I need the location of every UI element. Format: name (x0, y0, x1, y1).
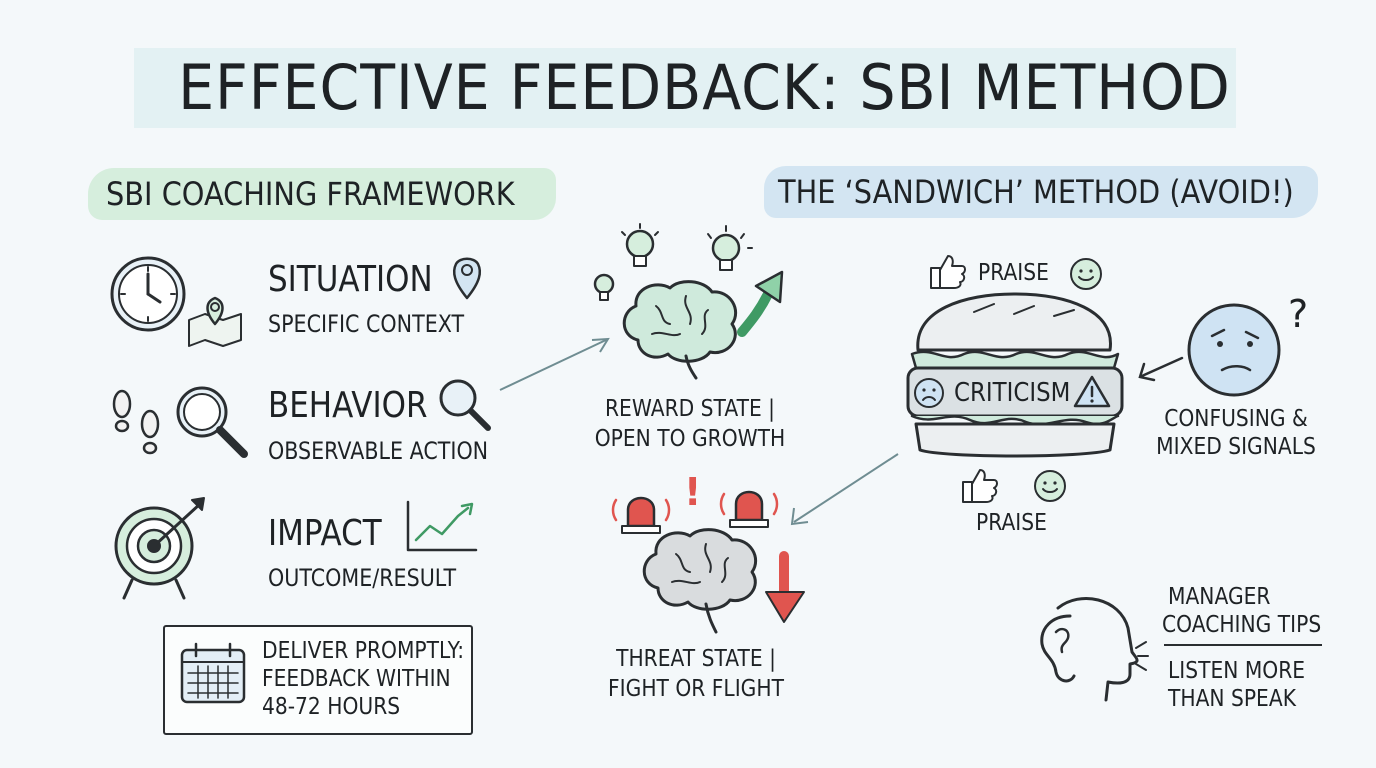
arrow-to-reward-state (499, 337, 610, 391)
callout-line-3: 48-72 HOURS (262, 694, 401, 720)
alarm-siren-icon (719, 490, 779, 528)
warning-icon (1073, 375, 1111, 408)
threat-state-line-2: FIGHT OR FLIGHT (608, 676, 784, 702)
callout-line-2: FEEDBACK WITHIN (262, 666, 451, 692)
lightbulb-icon (621, 223, 659, 267)
confusing-line-2: MIXED SIGNALS (1156, 434, 1316, 460)
thumbs-up-icon (930, 255, 966, 289)
sbi-heading: SBI COACHING FRAMEWORK (106, 175, 515, 213)
sandwich-heading-highlight (764, 166, 1318, 218)
down-arrow-icon (765, 551, 805, 623)
target-icon (114, 497, 205, 600)
tips-heading-line-1: MANAGER (1168, 584, 1271, 610)
sandwich-heading: THE ‘SANDWICH’ METHOD (AVOID!) (778, 173, 1294, 211)
clock-icon (110, 256, 186, 332)
footprints-icon (112, 389, 160, 455)
up-arrow-icon (737, 270, 784, 337)
growth-chart-icon (406, 500, 478, 552)
location-pin-icon (452, 257, 482, 300)
praise-top-label: PRAISE (978, 260, 1049, 286)
tips-body-line-2: THAN SPEAK (1168, 686, 1296, 712)
calendar-icon (180, 642, 246, 704)
threat-state-line-1: THREAT STATE | (616, 646, 776, 672)
threat-brain-icon (642, 528, 758, 634)
reward-state-line-2: OPEN TO GROWTH (594, 426, 786, 452)
title-highlight (134, 48, 1236, 128)
question-mark: ? (1288, 292, 1309, 336)
sbi-heading-highlight (88, 168, 556, 220)
impact-sub: OUTCOME/RESULT (268, 564, 457, 592)
reward-brain-icon (622, 280, 738, 380)
behavior-sub: OBSERVABLE ACTION (268, 437, 489, 465)
alarm-exclamation: ! (684, 470, 702, 514)
callout-line-1: DELIVER PROMPTLY: (262, 638, 465, 664)
reward-state-line-1: REWARD STATE | (604, 396, 776, 422)
small-magnifier-icon (439, 379, 491, 431)
behavior-label: BEHAVIOR (268, 385, 428, 426)
magnifier-icon (176, 386, 248, 458)
page-title: EFFECTIVE FEEDBACK: SBI METHOD (178, 51, 1231, 124)
tips-divider (1164, 644, 1322, 646)
lightbulb-icon (593, 273, 615, 301)
criticism-label: CRITICISM (954, 378, 1071, 408)
praise-bottom-label: PRAISE (976, 510, 1047, 536)
tips-heading-line-2: COACHING TIPS (1162, 612, 1322, 638)
situation-sub: SPECIFIC CONTEXT (268, 310, 465, 338)
lightbulb-icon (707, 225, 753, 271)
tips-body-line-1: LISTEN MORE (1168, 658, 1306, 684)
sandwich-icon (906, 292, 1124, 458)
arrow-to-sandwich (1138, 356, 1184, 382)
arrow-to-threat-state (790, 453, 899, 526)
alarm-siren-icon (611, 496, 671, 534)
map-pin-icon (188, 296, 242, 347)
thumbs-up-icon (962, 469, 998, 503)
smiley-icon (1070, 258, 1102, 290)
situation-label: SITUATION (268, 259, 433, 300)
listening-head-icon (1040, 596, 1149, 702)
impact-label: IMPACT (268, 513, 382, 554)
confused-face-icon (1187, 303, 1281, 397)
worried-face-icon (914, 378, 944, 408)
smiley-icon (1034, 470, 1066, 502)
confusing-line-1: CONFUSING & (1164, 406, 1308, 432)
